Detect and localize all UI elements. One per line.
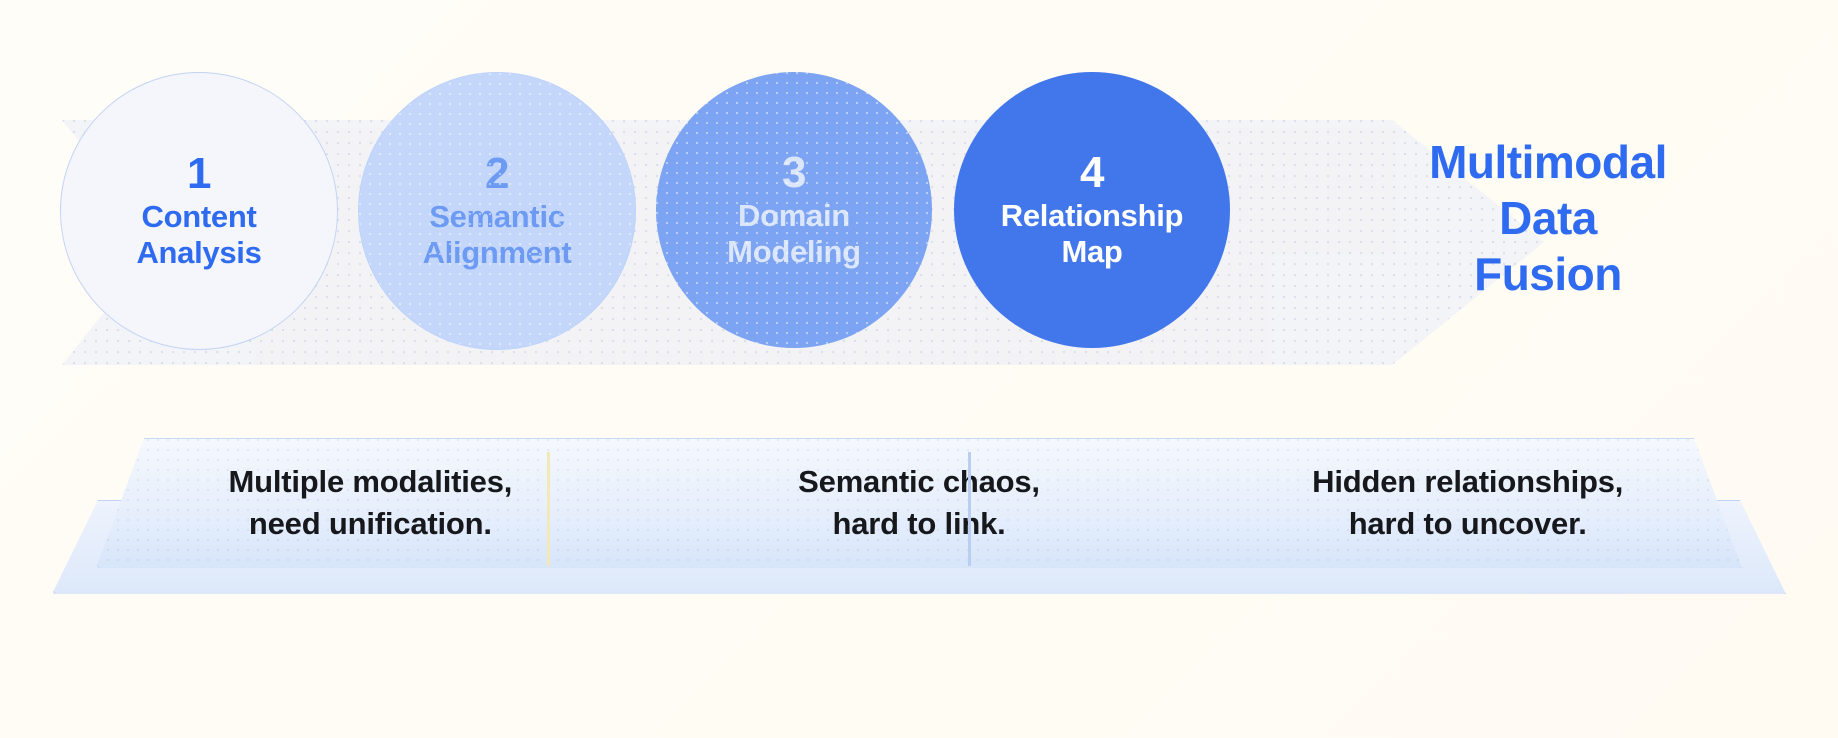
step-label-2: Semantic Alignment bbox=[422, 199, 572, 271]
banner-divider-1 bbox=[547, 452, 550, 566]
step-circle-2[interactable]: 2 Semantic Alignment bbox=[358, 72, 636, 350]
step-number-2: 2 bbox=[485, 148, 509, 198]
step-circle-3[interactable]: 3 Domain Modeling bbox=[656, 72, 932, 348]
banner-item-2: Semantic chaos, hard to link. bbox=[798, 464, 1040, 541]
step-label-1: Content Analysis bbox=[136, 199, 262, 271]
banner-item-3: Hidden relationships, hard to uncover. bbox=[1312, 464, 1624, 541]
banner-item-1: Multiple modalities, need unification. bbox=[228, 464, 513, 541]
banner-items: Multiple modalities, need unification. S… bbox=[96, 438, 1742, 568]
step-circle-1[interactable]: 1 Content Analysis bbox=[60, 72, 338, 350]
step-circle-4[interactable]: 4 Relationship Map bbox=[954, 72, 1230, 348]
step-number-3: 3 bbox=[782, 147, 806, 197]
headline-title: Multimodal Data Fusion bbox=[1429, 136, 1667, 301]
banner-divider-2 bbox=[968, 452, 971, 566]
step-label-4: Relationship Map bbox=[1000, 198, 1184, 270]
step-label-3: Domain Modeling bbox=[727, 198, 861, 270]
step-number-4: 4 bbox=[1080, 147, 1104, 197]
step-number-1: 1 bbox=[187, 148, 211, 198]
